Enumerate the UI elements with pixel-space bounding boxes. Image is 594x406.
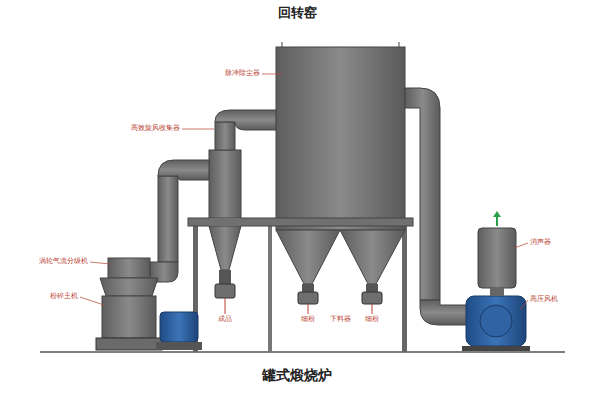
figure-title: 回转窑 xyxy=(278,6,317,20)
part-label: 高压风机 xyxy=(529,296,559,304)
figure-caption: 罐式煅烧炉 xyxy=(262,368,332,383)
part-label: 细粉 xyxy=(300,316,316,324)
part-label: 粉碎主机 xyxy=(49,293,79,301)
part-label: 涡轮气流分级机 xyxy=(38,258,89,266)
part-label: 脉冲除尘器 xyxy=(224,70,261,78)
part-label: 消声器 xyxy=(529,239,552,247)
part-label: 下料器 xyxy=(329,316,352,324)
part-label: 细粉 xyxy=(364,316,380,324)
part-label: 高效旋风收集器 xyxy=(130,125,181,133)
part-label: 成品 xyxy=(217,316,233,324)
